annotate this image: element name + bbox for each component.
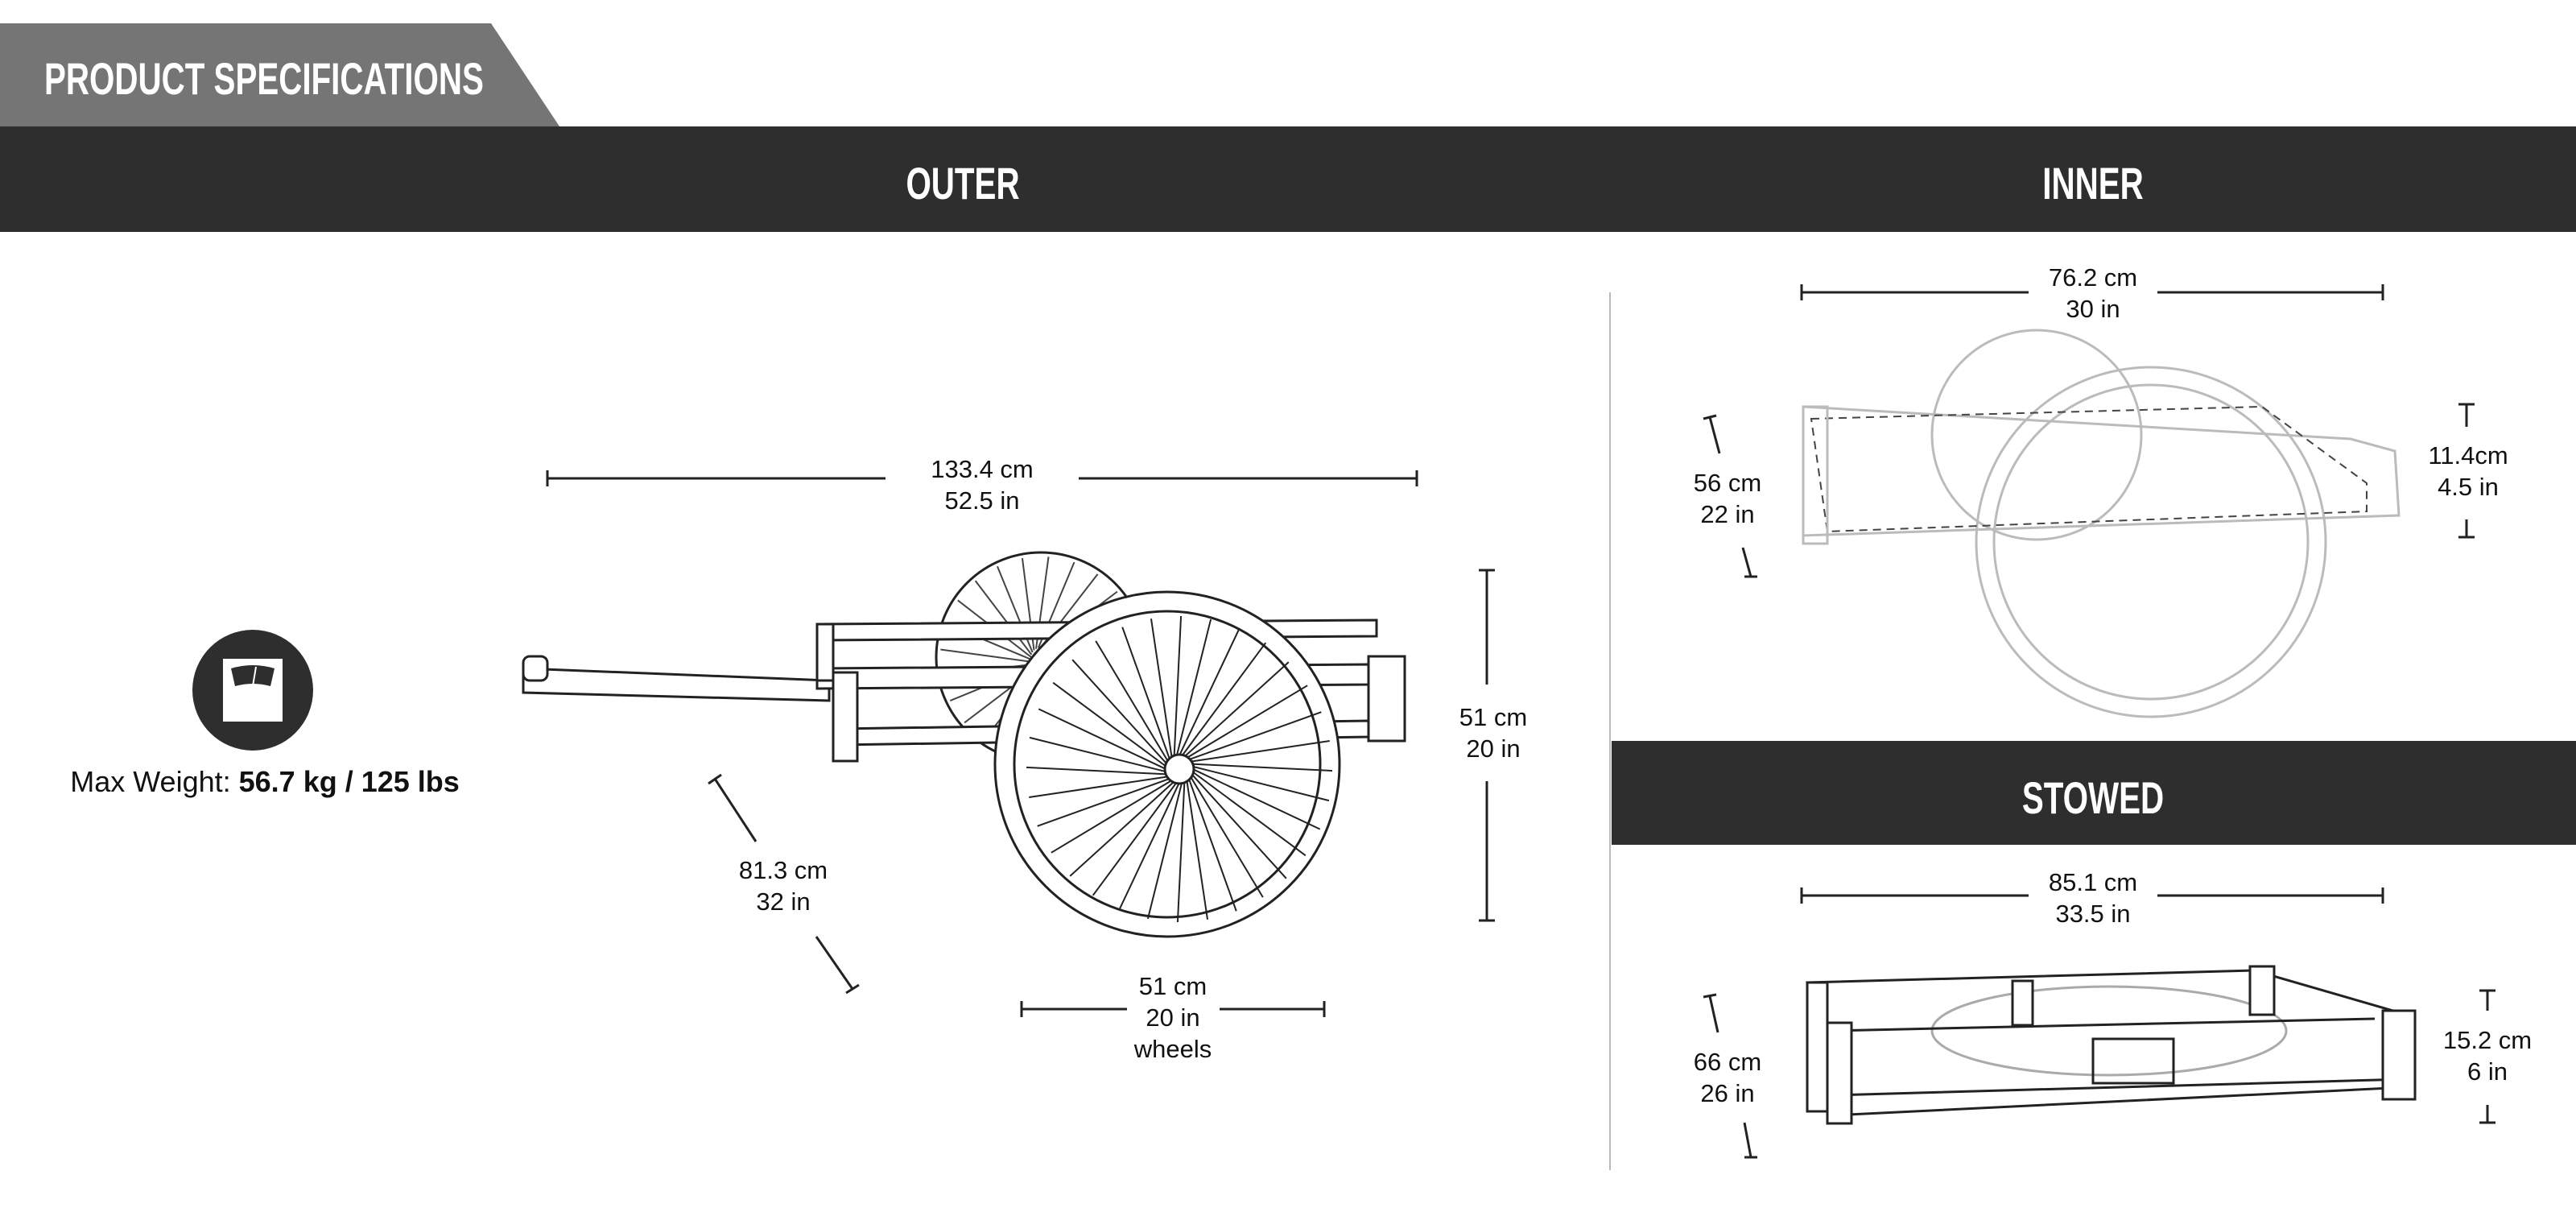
wheel-spoke: [1176, 776, 1186, 923]
wheel-spoke: [1185, 776, 1209, 920]
stowed-height-dim: 15.2 cm 6 in: [2443, 1024, 2532, 1087]
wheel-spoke: [1071, 659, 1170, 768]
wheel-spoke: [1173, 615, 1183, 762]
wheel-spoke: [1184, 711, 1322, 762]
max-weight: Max Weight: 56.7 kg / 125 lbs: [70, 765, 460, 799]
wheel-spoke: [1037, 776, 1174, 827]
inner-length-dim: 76.2 cm 30 in: [2049, 262, 2137, 325]
wheel-spoke: [1121, 627, 1172, 764]
wheel-spoke: [1051, 777, 1176, 854]
wheel-spoke: [1146, 777, 1184, 920]
wheel-spoke: [1188, 766, 1321, 830]
tow-bar: [522, 667, 831, 702]
wheel-spoke: [974, 580, 1033, 656]
dim-in: 22 in: [1700, 500, 1755, 528]
dim-in: 33.5 in: [2055, 900, 2131, 928]
outer-height-dim: 51 cm 20 in: [1459, 701, 1527, 764]
dim-cm: 81.3 cm: [738, 856, 828, 884]
dimension-lines: [546, 284, 2496, 1170]
outer-width-dim: 81.3 cm 32 in: [739, 854, 828, 917]
stowed-length-dim: 85.1 cm 33.5 in: [2049, 867, 2137, 929]
wheel-spoke: [1092, 778, 1180, 896]
wheel-spoke: [940, 648, 1033, 663]
dim-in: 52.5 in: [944, 486, 1020, 515]
wheel-spoke: [1026, 766, 1172, 776]
dim-cm: 133.4 cm: [931, 455, 1034, 483]
dim-in: 4.5 in: [2438, 473, 2499, 501]
dim-in: 26 in: [1700, 1079, 1755, 1107]
dim-in: 20 in: [1146, 1003, 1200, 1032]
wheel-spoke: [1150, 618, 1174, 763]
trailer-inner-drawing: [1802, 329, 2401, 718]
wheel-spoke: [1188, 770, 1287, 879]
trailer-outer-drawing: [522, 551, 1406, 938]
wheel-spoke: [1187, 772, 1264, 898]
dim-cm: 11.4cm: [2428, 441, 2508, 470]
dim-in: 20 in: [1466, 734, 1521, 763]
dim-cm: 56 cm: [1693, 469, 1762, 497]
section-header-bar: OUTER INNER: [0, 126, 2576, 232]
wheel-spoke: [1052, 681, 1170, 770]
dim-in: 6 in: [2467, 1057, 2508, 1086]
dim-cm: 51 cm: [1459, 703, 1528, 731]
wheel-spoke: [1174, 618, 1212, 761]
section-title-outer: OUTER: [906, 158, 1020, 209]
dim-cm: 51 cm: [1138, 972, 1208, 1000]
wheel-spoke: [1095, 640, 1171, 766]
dim-cm: 76.2 cm: [2048, 263, 2138, 292]
section-title-stowed: STOWED: [2021, 772, 2165, 823]
wheel-size-dim: 51 cm 20 in wheels: [1134, 970, 1212, 1065]
wheel-spoke: [1038, 708, 1170, 772]
dim-label: wheels: [1133, 1035, 1212, 1063]
wheel-spoke: [1179, 642, 1267, 760]
wheel-spoke: [1187, 764, 1330, 802]
wheel-spoke: [1186, 739, 1330, 763]
max-weight-label: Max Weight:: [70, 765, 231, 798]
dim-cm: 85.1 cm: [2048, 868, 2138, 896]
wheel-spoke: [1187, 763, 1333, 772]
wheel-spoke: [1118, 778, 1183, 911]
scale-icon: [192, 630, 313, 751]
inner-width-dim: 56 cm 22 in: [1694, 467, 1761, 530]
header-tab: PRODUCT SPECIFICATIONS: [0, 23, 559, 126]
wheel-spoke: [1029, 775, 1173, 799]
max-weight-value: 56.7 kg / 125 lbs: [238, 765, 460, 798]
inner-depth-dim: 11.4cm 4.5 in: [2428, 440, 2508, 503]
dim-cm: 15.2 cm: [2442, 1026, 2533, 1054]
wheel-spoke: [1176, 627, 1241, 760]
section-title-inner: INNER: [2042, 158, 2144, 209]
wheel-spoke: [1188, 768, 1307, 857]
wheel-spoke: [1029, 736, 1171, 774]
dim-cm: 66 cm: [1693, 1048, 1762, 1076]
trailer-stowed-drawing: [1806, 965, 2417, 1125]
stowed-header-bar: STOWED: [1612, 741, 2576, 845]
wheel-spoke: [1069, 778, 1179, 877]
outer-length-dim: 133.4 cm 52.5 in: [931, 453, 1034, 516]
dim-in: 30 in: [2066, 295, 2120, 323]
stowed-width-dim: 66 cm 26 in: [1694, 1046, 1761, 1109]
dim-in: 32 in: [756, 887, 811, 916]
wheel-spoke: [1180, 661, 1290, 760]
wheel-spoke: [1183, 685, 1308, 761]
page-title: PRODUCT SPECIFICATIONS: [44, 53, 484, 104]
hitch: [522, 655, 549, 682]
wheel-spoke: [1187, 774, 1237, 912]
